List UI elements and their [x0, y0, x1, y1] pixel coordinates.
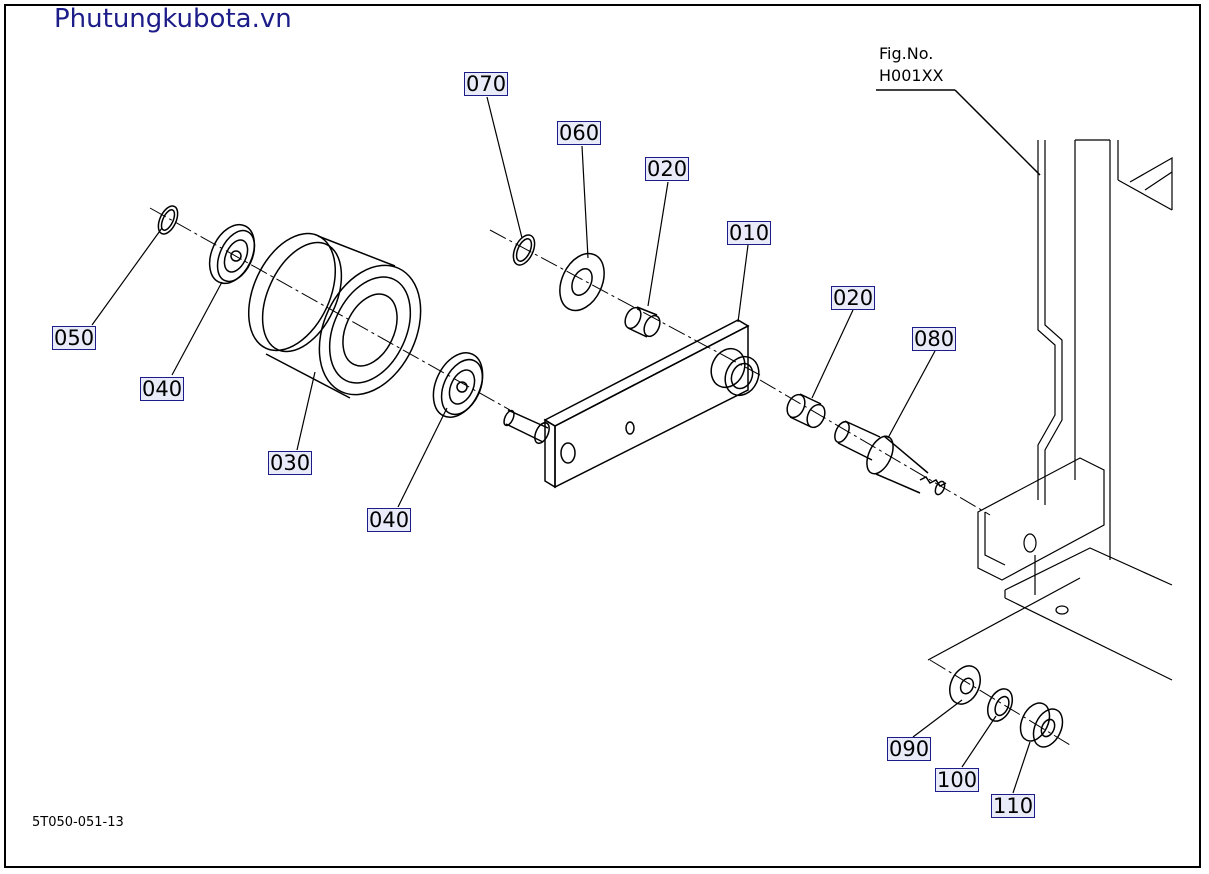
callout-040-right[interactable]: 040 [367, 508, 412, 532]
callout-020-lower[interactable]: 020 [831, 286, 876, 310]
callout-080[interactable]: 080 [912, 327, 957, 351]
arm-010 [503, 319, 760, 489]
pin-080 [834, 420, 947, 496]
callout-040-left[interactable]: 040 [140, 377, 185, 401]
bearing-040-right [432, 352, 484, 418]
leader-lines [91, 96, 1031, 794]
callout-110[interactable]: 110 [991, 794, 1036, 818]
drawing-code: 5T050-051-13 [32, 815, 124, 830]
bushing-020-lower [786, 393, 826, 429]
callout-070[interactable]: 070 [464, 72, 509, 96]
callout-100[interactable]: 100 [935, 768, 980, 792]
fig-leader-line [954, 89, 1041, 176]
roller-030 [247, 232, 422, 399]
callout-090[interactable]: 090 [887, 737, 932, 761]
washer-060 [559, 252, 605, 312]
fig-code: H001XX [879, 66, 944, 85]
assembly-axis-lines [149, 207, 1071, 746]
diagram-border [4, 4, 1201, 868]
callout-050[interactable]: 050 [52, 326, 97, 350]
bearing-040-left [208, 223, 256, 285]
bushing-020-upper [624, 306, 661, 338]
site-title[interactable]: Phutungkubota.vn [54, 4, 292, 34]
callout-030[interactable]: 030 [268, 451, 313, 475]
callout-010[interactable]: 010 [727, 221, 772, 245]
washer-090 [949, 665, 981, 705]
circlip-070 [512, 234, 536, 266]
nut-110 [1019, 702, 1064, 748]
circlip-050 [157, 205, 179, 235]
callout-060[interactable]: 060 [557, 121, 602, 145]
spring-washer-100 [986, 688, 1014, 722]
frame-structure [927, 139, 1173, 681]
callout-020-upper[interactable]: 020 [645, 157, 690, 181]
fig-no-label: Fig.No. [879, 44, 934, 63]
